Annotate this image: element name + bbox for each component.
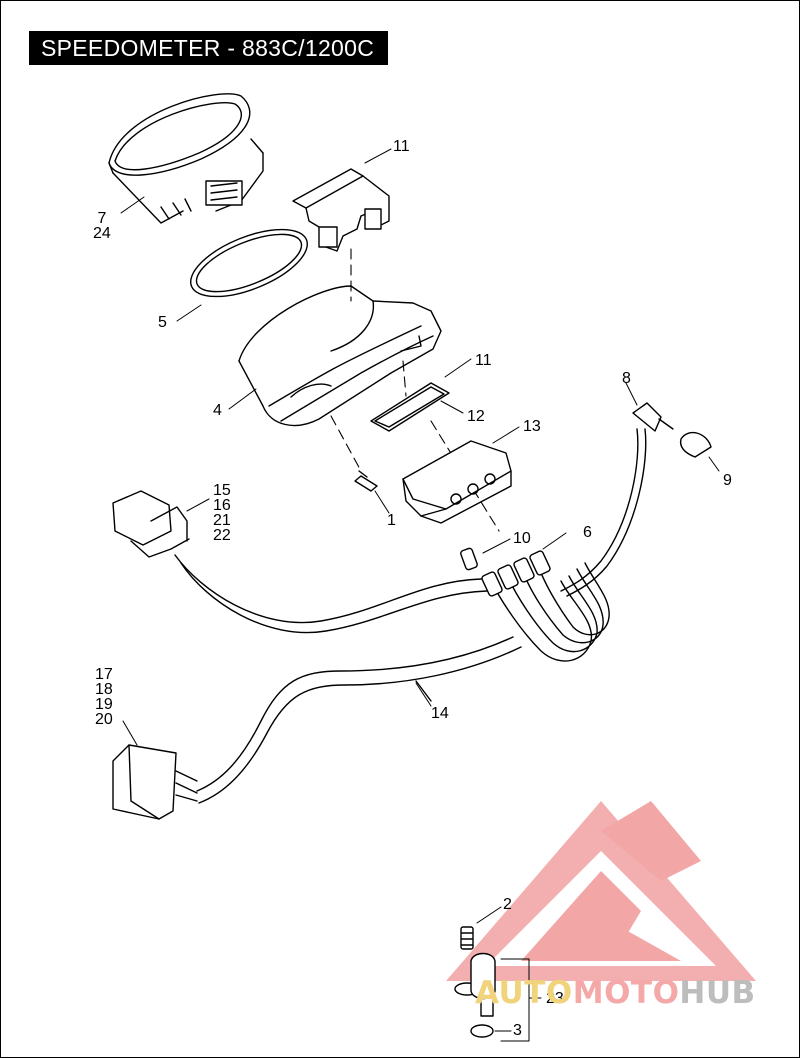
diagram-title: SPEEDOMETER - 883C/1200C: [29, 31, 389, 65]
callout-24: 24: [93, 225, 111, 242]
callout-17-20: 17 18 19 20: [95, 666, 113, 728]
bushing-assembly: [454, 952, 496, 1017]
callout-5: 5: [158, 314, 167, 331]
bulb: [460, 547, 478, 571]
callout-14: 14: [431, 705, 449, 722]
watermark-auto: AUTO: [475, 975, 573, 1011]
callout-18: 18: [95, 681, 113, 698]
gasket-ring: [189, 228, 309, 298]
callout-13: 13: [523, 418, 541, 435]
speedometer-head: [108, 93, 264, 224]
callout-21: 21: [213, 512, 231, 529]
callout-16: 16: [213, 497, 231, 514]
o-ring: [470, 1024, 494, 1038]
callout-1: 1: [387, 512, 396, 529]
callout-15: 15: [213, 482, 231, 499]
sensor: [560, 402, 674, 597]
callout-6: 6: [583, 524, 592, 541]
seal-gasket: [370, 382, 450, 432]
small-screw: [460, 926, 474, 950]
lamp-leads: [481, 550, 610, 662]
callout-7-24: 7 24: [93, 210, 111, 242]
main-harness: [196, 636, 522, 804]
indicator-housing: [402, 440, 512, 524]
callout-9: 9: [723, 472, 732, 489]
callout-7: 7: [97, 210, 107, 227]
callout-12: 12: [467, 408, 485, 425]
callout-15-22: 15 16 21 22: [213, 482, 231, 544]
callout-4: 4: [213, 402, 222, 419]
speedometer-housing: [238, 285, 442, 427]
watermark-hub: HUB: [679, 975, 756, 1011]
leader-lines: [120, 148, 720, 1042]
callout-8: 8: [622, 370, 631, 387]
callout-20: 20: [95, 711, 113, 728]
connector-housing-upper: [292, 168, 390, 252]
cap: [679, 431, 712, 458]
screw: [354, 470, 378, 492]
callout-22: 22: [213, 527, 231, 544]
lower-connector: [112, 744, 198, 820]
callout-11-upper: 11: [393, 138, 410, 155]
callout-2: 2: [503, 896, 512, 913]
callout-10: 10: [513, 530, 531, 547]
watermark-text: AUTOMOTOHUB: [475, 975, 756, 1011]
callout-23: 23: [546, 990, 564, 1007]
callout-19: 19: [95, 696, 113, 713]
callout-3: 3: [513, 1022, 522, 1039]
callout-17: 17: [95, 666, 113, 683]
watermark-moto: MOTO: [572, 975, 680, 1011]
callout-11-lower: 11: [475, 352, 492, 369]
upper-connector: [112, 490, 488, 634]
